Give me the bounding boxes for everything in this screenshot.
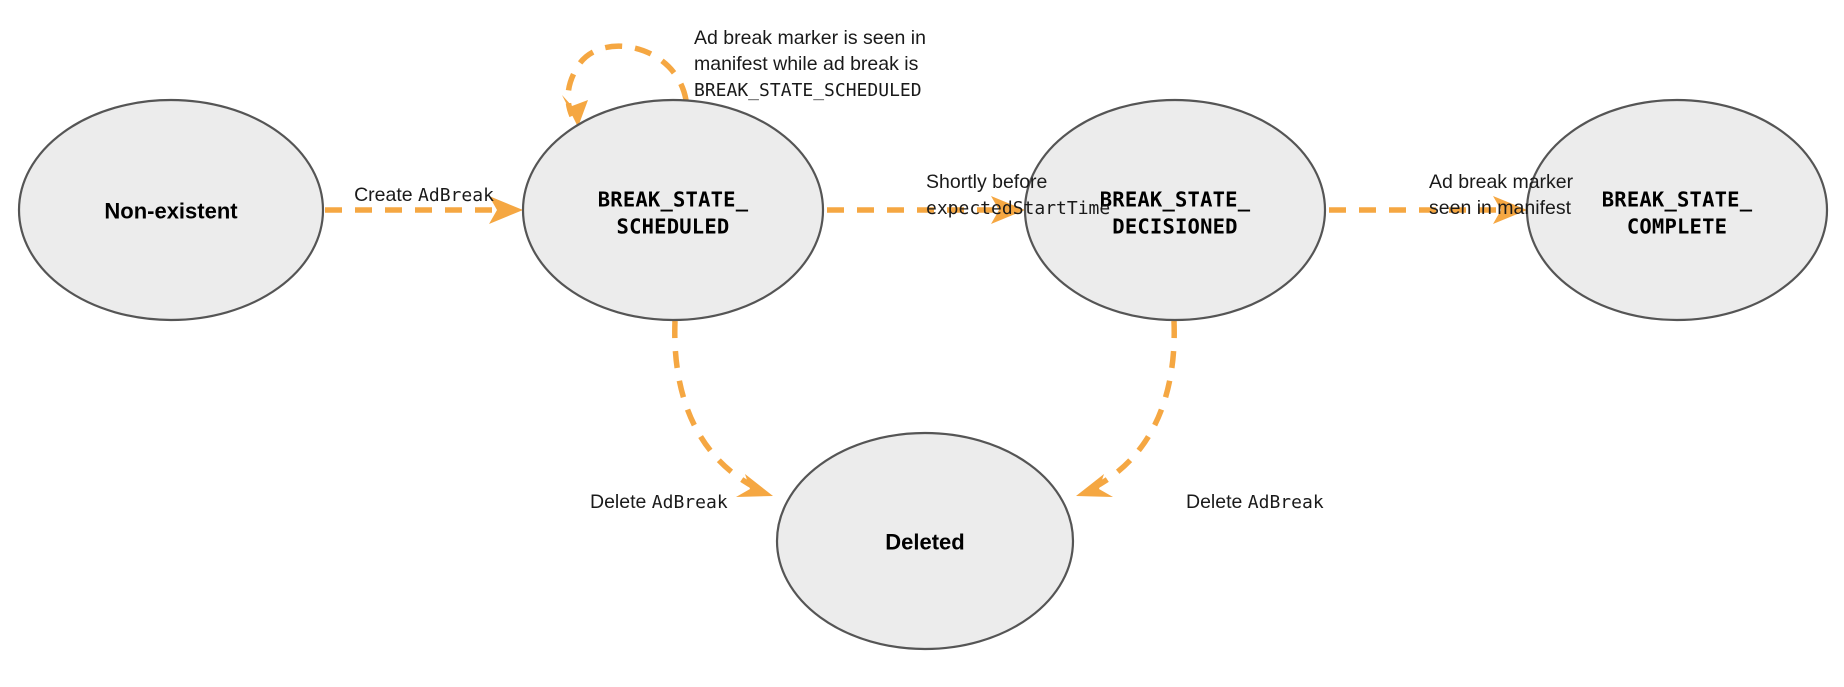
edge-shortly-before-expected-start-time[interactable] — [827, 196, 1025, 224]
node-deleted[interactable] — [775, 431, 1075, 651]
node-break-state-scheduled[interactable] — [521, 98, 825, 322]
edge-ad-break-marker-self-loop[interactable] — [562, 43, 689, 127]
edge-ad-break-marker-seen-in-manifest[interactable] — [1329, 196, 1527, 224]
edge-create-adbreak[interactable] — [325, 196, 523, 224]
edge-delete-adbreak-from-decisioned[interactable] — [1076, 320, 1177, 497]
node-non-existent[interactable] — [17, 98, 325, 322]
edges-layer — [325, 43, 1527, 497]
node-break-state-complete[interactable] — [1525, 98, 1829, 322]
node-break-state-decisioned[interactable] — [1023, 98, 1327, 322]
nodes-layer — [17, 98, 1829, 651]
edge-delete-adbreak-from-scheduled[interactable] — [672, 320, 773, 497]
